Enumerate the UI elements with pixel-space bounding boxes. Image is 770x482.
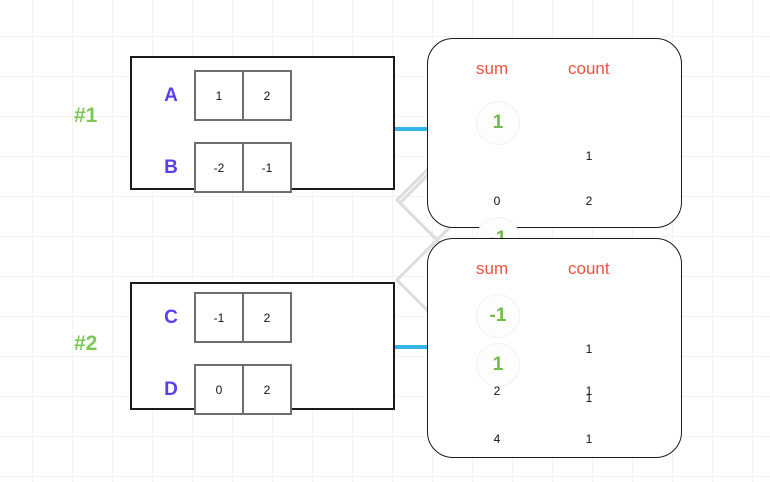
sum-value: 2 — [493, 384, 501, 398]
aggregate-card-2: sum count -1 1 1 1 2 1 4 1 — [427, 238, 682, 458]
count-value: 1 — [585, 432, 593, 446]
sum-value-highlighted: 1 — [476, 343, 520, 387]
table-row: C -1 2 — [148, 292, 292, 343]
row-cells-A: 1 2 — [194, 70, 292, 121]
table-row: A 1 2 — [148, 70, 292, 121]
count-value: 1 — [585, 149, 593, 163]
count-value: 2 — [585, 194, 593, 208]
sum-value-highlighted: -1 — [476, 294, 520, 338]
row-key-D: D — [164, 378, 178, 400]
count-value: 1 — [585, 384, 593, 398]
row-key-B: B — [164, 156, 178, 178]
row-key-A: A — [164, 84, 178, 106]
step-label-2: #2 — [74, 332, 98, 355]
cell-A-0: 1 — [194, 70, 244, 121]
count-value: 1 — [585, 391, 593, 405]
sum-value: 0 — [493, 194, 501, 208]
column-header-count: count — [568, 59, 610, 78]
cell-B-1: -1 — [242, 142, 292, 193]
cell-D-1: 2 — [242, 364, 292, 415]
partition-box-2: C -1 2 D 0 2 — [130, 282, 395, 415]
table-row: D 0 2 — [148, 364, 292, 415]
cell-D-0: 0 — [194, 364, 244, 415]
cell-C-1: 2 — [242, 292, 292, 343]
row-cells-D: 0 2 — [194, 364, 292, 415]
partition-box-1: A 1 2 B -2 -1 — [130, 56, 395, 193]
row-cells-B: -2 -1 — [194, 142, 292, 193]
cell-A-1: 2 — [242, 70, 292, 121]
column-header-sum: sum — [476, 59, 509, 78]
table-row: B -2 -1 — [148, 142, 292, 193]
cell-B-0: -2 — [194, 142, 244, 193]
step-label-1: #1 — [74, 104, 98, 127]
aggregate-card-1: sum count 1 1 0 2 -1 1 — [427, 38, 682, 261]
sum-value: 4 — [493, 432, 501, 446]
cell-C-0: -1 — [194, 292, 244, 343]
column-header-sum: sum — [476, 259, 509, 278]
sum-value-highlighted: 1 — [476, 101, 520, 145]
count-value: 1 — [585, 342, 593, 356]
column-header-count: count — [568, 259, 610, 278]
row-key-C: C — [164, 306, 178, 328]
row-cells-C: -1 2 — [194, 292, 292, 343]
